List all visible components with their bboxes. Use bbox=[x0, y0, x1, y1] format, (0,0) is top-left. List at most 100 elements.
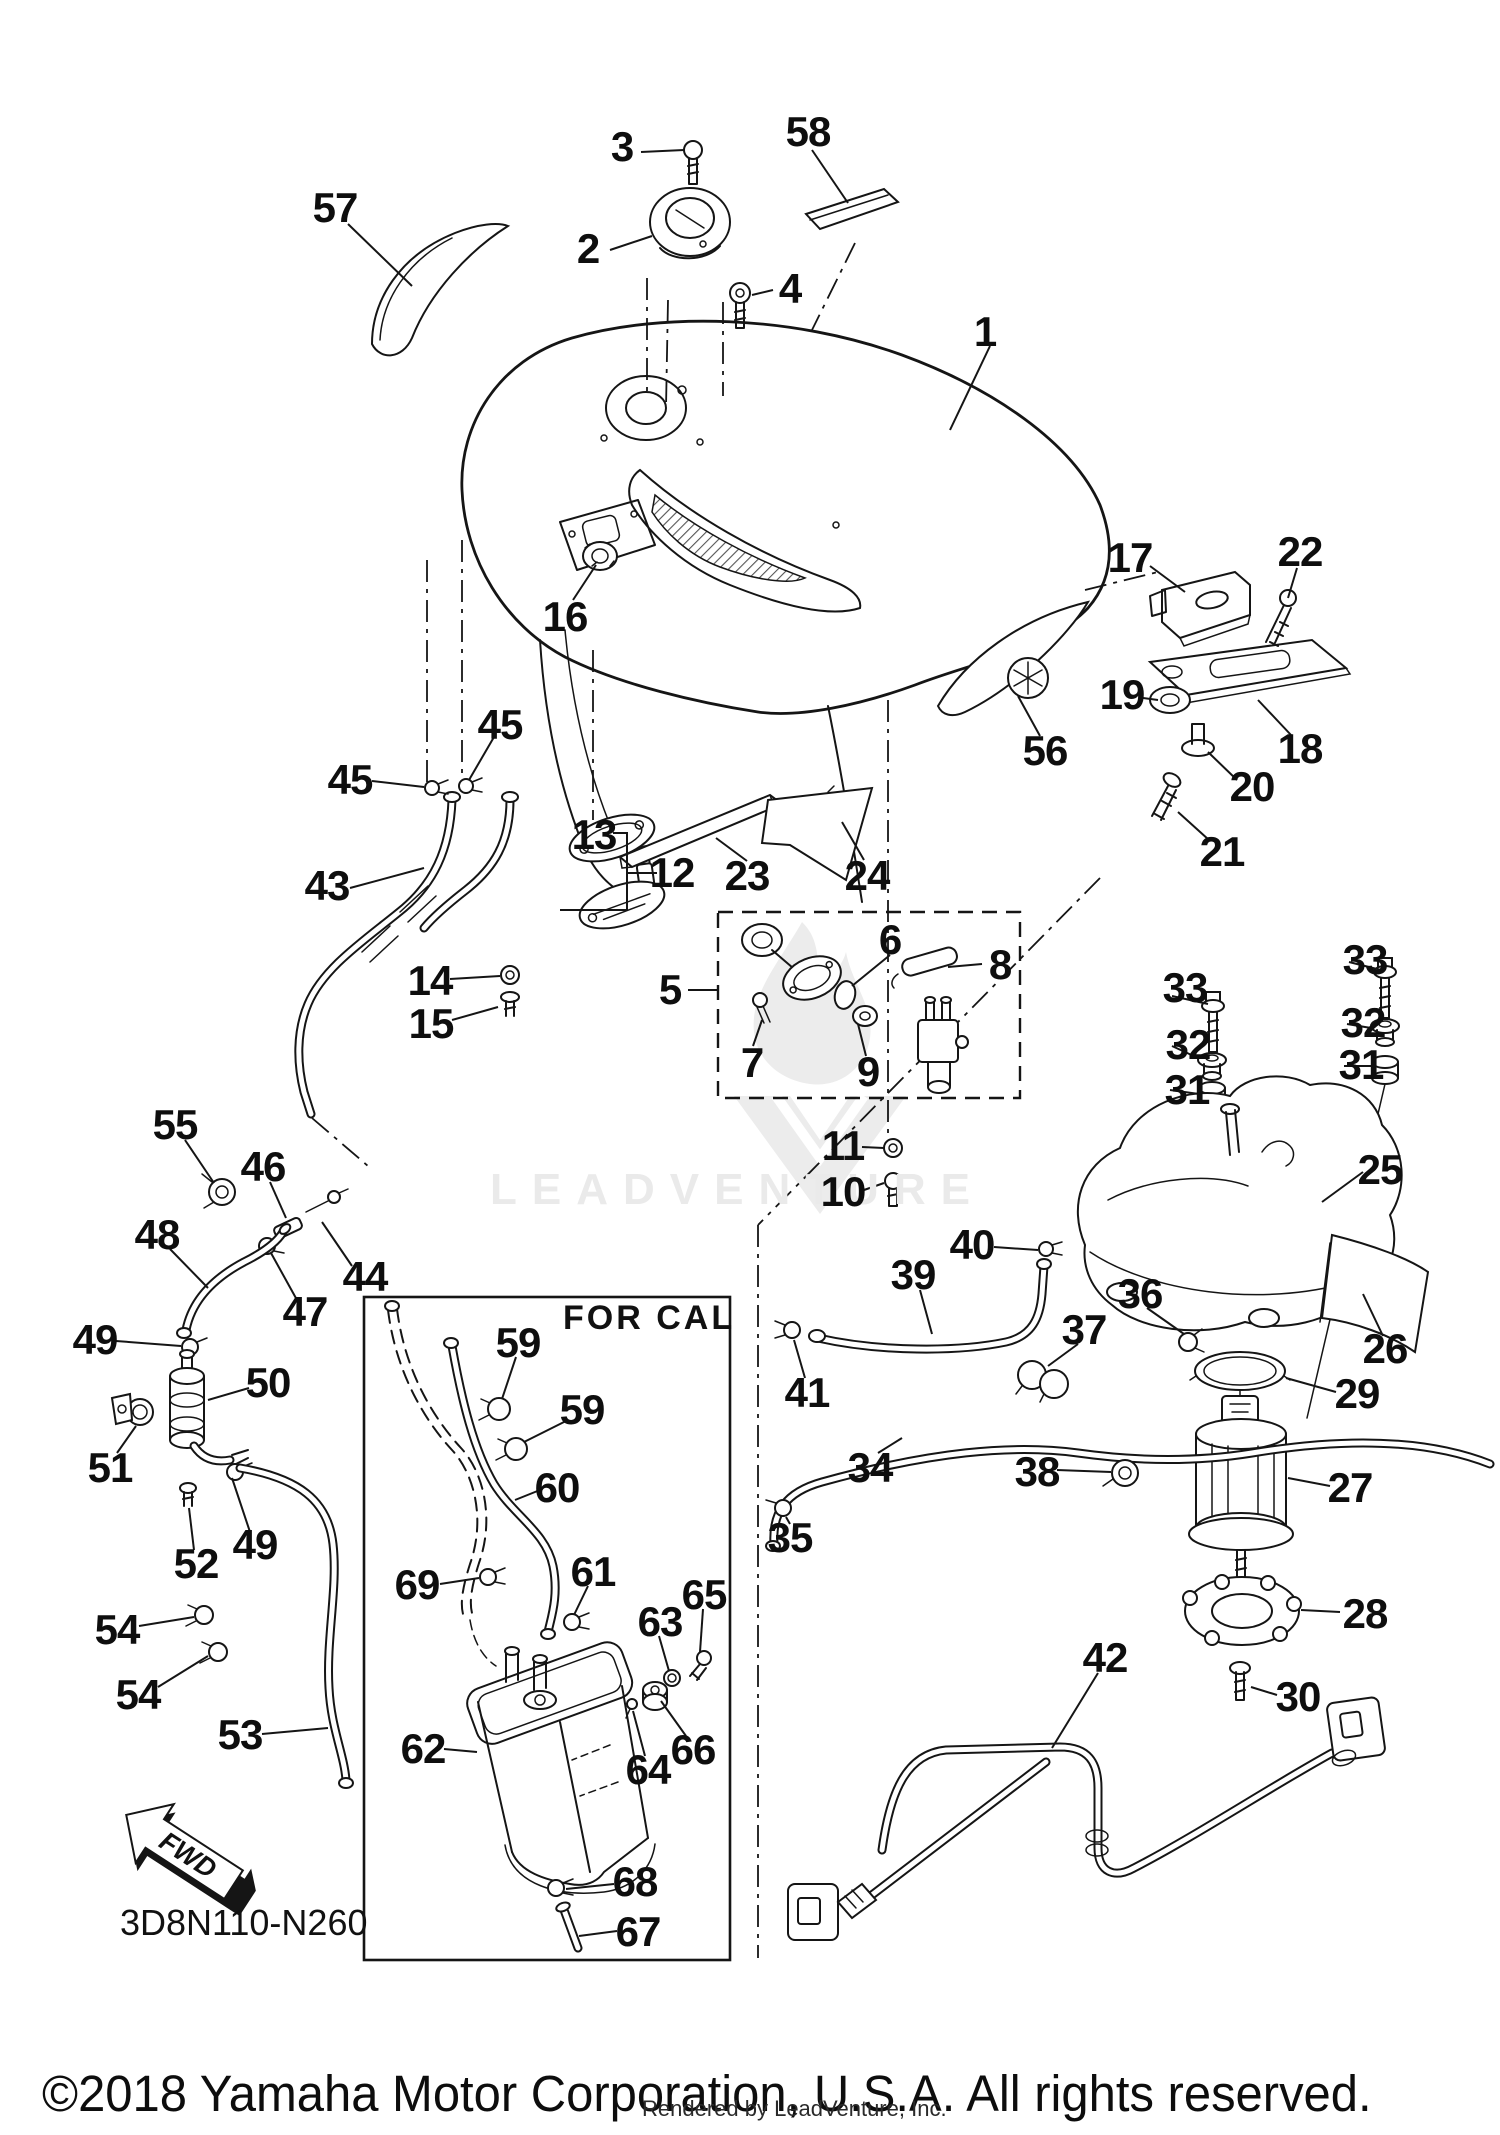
callout-58: 58 bbox=[785, 108, 832, 155]
callout-61: 61 bbox=[570, 1548, 617, 1595]
callout-47: 47 bbox=[282, 1288, 329, 1335]
callout-59: 59 bbox=[559, 1386, 606, 1433]
callout-5: 5 bbox=[658, 966, 682, 1013]
callout-12: 12 bbox=[649, 849, 696, 896]
callout-2: 2 bbox=[576, 225, 600, 272]
part-fuel-tank bbox=[460, 319, 1111, 903]
part-fuel-pump bbox=[1182, 1351, 1302, 1701]
callout-67: 67 bbox=[615, 1908, 662, 1955]
copyright-text: ©2018 Yamaha Motor Corporation, U.S.A. A… bbox=[42, 2065, 1372, 2122]
callout-54: 54 bbox=[115, 1671, 162, 1718]
callout-50: 50 bbox=[245, 1359, 292, 1406]
callout-10: 10 bbox=[820, 1168, 867, 1215]
callout-34: 34 bbox=[847, 1444, 894, 1491]
part-hoses-center bbox=[765, 1241, 1495, 1552]
callout-60: 60 bbox=[534, 1464, 581, 1511]
callout-55: 55 bbox=[152, 1101, 199, 1148]
callout-32: 32 bbox=[1165, 1021, 1212, 1068]
part-bracket-rear bbox=[1147, 570, 1352, 821]
callout-64: 64 bbox=[625, 1746, 672, 1793]
callout-57: 57 bbox=[312, 184, 359, 231]
callout-9: 9 bbox=[856, 1048, 880, 1095]
leader-lines bbox=[115, 149, 1384, 1937]
callout-26: 26 bbox=[1362, 1325, 1409, 1372]
part-emblem-56 bbox=[936, 600, 1091, 717]
callout-29: 29 bbox=[1334, 1370, 1381, 1417]
callout-6: 6 bbox=[878, 916, 902, 963]
callout-4: 4 bbox=[778, 265, 802, 312]
callout-22: 22 bbox=[1277, 528, 1324, 575]
callout-44: 44 bbox=[342, 1253, 389, 1300]
callout-31: 31 bbox=[1164, 1066, 1211, 1113]
part-fuel-cock-group bbox=[716, 910, 1022, 1100]
callout-62: 62 bbox=[400, 1725, 447, 1772]
callout-33: 33 bbox=[1342, 936, 1389, 983]
part-hose-43 bbox=[294, 777, 519, 1119]
leadventure-watermark-text: LEADVENTURE bbox=[490, 1165, 986, 1214]
callout-51: 51 bbox=[87, 1444, 134, 1491]
callout-63: 63 bbox=[637, 1598, 684, 1645]
part-fuel-cap bbox=[649, 140, 900, 329]
part-washer-bolt bbox=[883, 1138, 903, 1207]
watermark-logo bbox=[734, 922, 906, 1214]
callout-1: 1 bbox=[973, 308, 997, 355]
part-fuel-hose-42 bbox=[787, 1696, 1386, 1941]
callout-30: 30 bbox=[1275, 1673, 1322, 1720]
callout-23: 23 bbox=[724, 852, 771, 899]
callout-7: 7 bbox=[740, 1039, 764, 1086]
callout-32: 32 bbox=[1340, 999, 1387, 1046]
part-filter-group bbox=[110, 1173, 354, 1789]
callout-46: 46 bbox=[240, 1143, 287, 1190]
callout-43: 43 bbox=[304, 862, 351, 909]
callout-42: 42 bbox=[1082, 1634, 1129, 1681]
callout-21: 21 bbox=[1199, 828, 1246, 875]
construction-lines bbox=[311, 242, 1159, 1958]
callout-11: 11 bbox=[821, 1122, 865, 1169]
part-emblem-57 bbox=[370, 223, 511, 357]
callout-48: 48 bbox=[134, 1211, 181, 1258]
callout-28: 28 bbox=[1342, 1590, 1389, 1637]
callout-24: 24 bbox=[844, 852, 891, 899]
rendered-by-text: Rendered by LeadVenture, Inc. bbox=[642, 2096, 947, 2121]
callout-54: 54 bbox=[94, 1606, 141, 1653]
callout-69: 69 bbox=[394, 1561, 441, 1608]
callout-45: 45 bbox=[327, 756, 374, 803]
callout-49: 49 bbox=[72, 1316, 119, 1363]
callout-8: 8 bbox=[988, 941, 1012, 988]
callout-40: 40 bbox=[949, 1221, 996, 1268]
callout-59: 59 bbox=[495, 1319, 542, 1366]
for-cal-label: FOR CAL bbox=[563, 1299, 736, 1337]
callout-19: 19 bbox=[1099, 671, 1146, 718]
callout-65: 65 bbox=[681, 1571, 728, 1618]
callout-68: 68 bbox=[612, 1858, 659, 1905]
callout-37: 37 bbox=[1061, 1306, 1108, 1353]
callout-13: 13 bbox=[571, 811, 618, 858]
fwd-arrow-icon bbox=[125, 1802, 256, 1916]
callout-49: 49 bbox=[232, 1521, 279, 1568]
diagram-ref-code: 3D8N110-N260 bbox=[120, 1902, 368, 1943]
callout-52: 52 bbox=[173, 1540, 220, 1587]
callout-38: 38 bbox=[1014, 1448, 1061, 1495]
callout-17: 17 bbox=[1107, 534, 1154, 581]
callout-53: 53 bbox=[217, 1711, 264, 1758]
callout-18: 18 bbox=[1277, 725, 1324, 772]
callout-56: 56 bbox=[1022, 727, 1069, 774]
callout-27: 27 bbox=[1327, 1464, 1374, 1511]
callout-45: 45 bbox=[477, 701, 524, 748]
part-pump-bracket bbox=[1076, 1075, 1430, 1354]
callout-25: 25 bbox=[1357, 1146, 1404, 1193]
callout-33: 33 bbox=[1162, 964, 1209, 1011]
callout-39: 39 bbox=[890, 1251, 937, 1298]
part-sender-plates bbox=[568, 813, 666, 930]
callout-15: 15 bbox=[408, 1000, 455, 1047]
callout-3: 3 bbox=[610, 123, 634, 170]
for-cal-box bbox=[362, 1295, 732, 1962]
callout-14: 14 bbox=[407, 957, 454, 1004]
callout-31: 31 bbox=[1338, 1041, 1385, 1088]
callout-16: 16 bbox=[542, 593, 589, 640]
callout-41: 41 bbox=[784, 1369, 831, 1416]
callout-35: 35 bbox=[767, 1514, 814, 1561]
callout-66: 66 bbox=[670, 1726, 717, 1773]
